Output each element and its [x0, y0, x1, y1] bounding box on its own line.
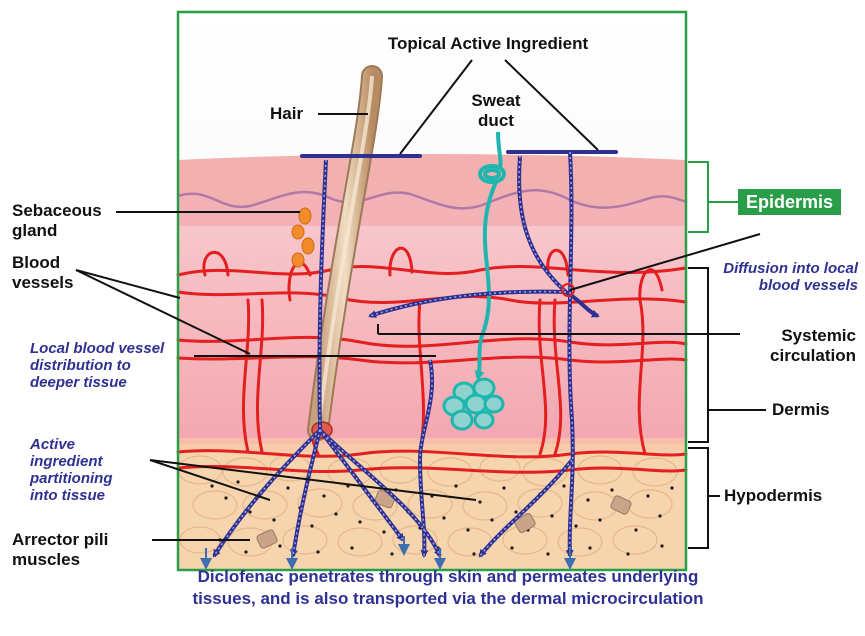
label-hair: Hair — [270, 104, 303, 124]
label-blood-vessels: Blood vessels — [12, 253, 84, 293]
title-topical-active-ingredient: Topical Active Ingredient — [388, 34, 588, 54]
label-sweat-duct: Sweat duct — [456, 91, 536, 131]
label-hypodermis: Hypodermis — [724, 486, 822, 506]
epidermis-bracket — [688, 162, 738, 232]
label-sebaceous-gland: Sebaceous gland — [12, 201, 108, 241]
caption-text: Diclofenac penetrates through skin and p… — [170, 566, 726, 610]
label-epidermis: Epidermis — [738, 189, 841, 215]
label-local-distribution: Local blood vessel distribution to deepe… — [30, 340, 180, 391]
label-partitioning: Active ingredient partitioning into tiss… — [30, 436, 142, 504]
label-arrector-pili: Arrector pili muscles — [12, 530, 152, 570]
hypodermis-layer — [178, 444, 686, 570]
layer-brackets — [688, 268, 708, 548]
caption: Diclofenac penetrates through skin and p… — [170, 566, 726, 610]
label-diffusion: Diffusion into local blood vessels — [720, 260, 858, 294]
label-dermis: Dermis — [772, 400, 830, 420]
label-systemic-circulation: Systemic circulation — [744, 326, 856, 366]
